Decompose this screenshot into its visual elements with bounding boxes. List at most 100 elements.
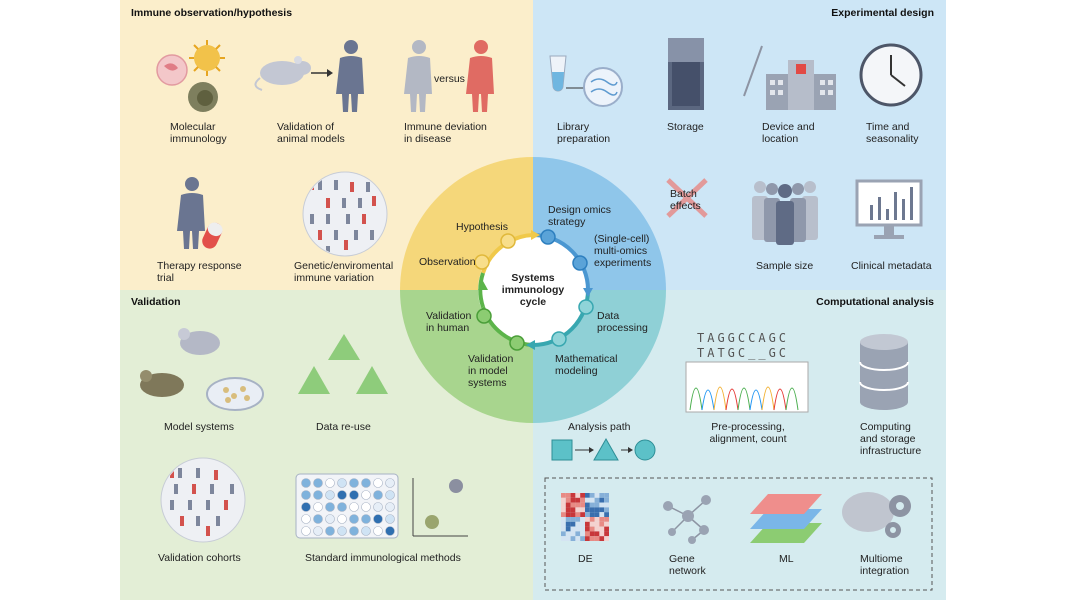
clinical-metadata-label: Clinical metadata xyxy=(851,260,932,272)
heatmap-cell xyxy=(585,507,590,513)
well xyxy=(361,502,371,512)
heatmap-cell xyxy=(599,497,605,503)
heatmap-cell xyxy=(575,497,581,503)
validation-cohort-icon xyxy=(160,457,246,543)
well xyxy=(301,502,311,512)
well xyxy=(349,490,359,500)
validation-cohorts-label: Validation cohorts xyxy=(158,552,241,564)
well xyxy=(373,526,383,536)
well xyxy=(301,478,311,488)
heatmap-cell xyxy=(585,531,590,537)
heatmap-cell xyxy=(589,521,595,527)
heatmap-cell xyxy=(570,521,576,527)
heatmap-cell xyxy=(589,493,595,498)
recycle-icon xyxy=(298,334,388,394)
cycle-center-label: Systems immunology cycle xyxy=(501,272,565,308)
freezer-icon xyxy=(668,38,704,110)
heatmap-cell xyxy=(565,502,571,508)
heatmap-cell xyxy=(585,512,590,517)
heatmap-cell xyxy=(599,526,605,532)
brain-gears-icon xyxy=(842,492,911,538)
database-icon xyxy=(859,334,909,410)
heatmap-cell xyxy=(565,521,571,527)
heatmap-cell xyxy=(561,531,566,537)
heatmap-cell xyxy=(604,502,609,508)
heatmap-cell xyxy=(565,536,571,541)
heatmap-cell xyxy=(589,517,595,522)
heatmap-cell xyxy=(599,507,605,513)
computational-quadrant-title: Computational analysis xyxy=(816,296,934,308)
well xyxy=(313,478,323,488)
heatmap-cell xyxy=(599,512,605,517)
heatmap-cell xyxy=(585,521,590,527)
cycle-multiomics-label: (Single-cell) multi-omics experiments xyxy=(594,233,652,269)
analysis-path-label: Analysis path xyxy=(568,421,631,433)
well xyxy=(325,502,335,512)
heatmap-cell xyxy=(599,502,605,508)
well xyxy=(349,502,359,512)
healthy-person-icon xyxy=(404,40,432,112)
well xyxy=(337,490,347,500)
heatmap-cell xyxy=(570,531,576,537)
heatmap-cell xyxy=(561,536,566,541)
well xyxy=(313,514,323,524)
heatmap-cell xyxy=(570,526,576,532)
heatmap-cell xyxy=(599,536,605,541)
sequence-bottom: TATGC__GC xyxy=(697,346,790,360)
batch-effects-cross-icon xyxy=(666,178,708,218)
library-prep-icon xyxy=(549,55,623,107)
heatmap-cell xyxy=(561,502,566,508)
well xyxy=(373,478,383,488)
heatmap-cell xyxy=(580,502,585,508)
cycle-arrowheads xyxy=(478,230,593,350)
heatmap-cell xyxy=(580,512,585,517)
heatmap-cell xyxy=(589,526,595,532)
heatmap-cell xyxy=(575,531,581,537)
heatmap-cell xyxy=(599,493,605,498)
heatmap-cell xyxy=(570,517,576,522)
heatmap-cell xyxy=(570,507,576,513)
heatmap-cell xyxy=(570,512,576,517)
heatmap-cell xyxy=(604,521,609,527)
heatmap-cell xyxy=(585,517,590,522)
group-people-icon xyxy=(752,181,818,245)
central-circle xyxy=(400,157,666,423)
versus-label: versus xyxy=(434,73,465,85)
heatmap-cell xyxy=(575,493,581,498)
storage-label: Storage xyxy=(667,121,704,133)
heatmap-cell xyxy=(594,512,600,517)
capsule-icon xyxy=(202,222,223,249)
molecular-immunology-label: Molecular immunology xyxy=(170,121,227,145)
therapy-person-icon xyxy=(177,177,205,249)
heatmap-cell xyxy=(594,507,600,513)
well xyxy=(385,490,395,500)
analysis-path-icon xyxy=(551,437,656,461)
gene-network-icon xyxy=(663,495,711,544)
experimental-quadrant-title: Experimental design xyxy=(831,7,934,19)
time-seasonality-label: Time and seasonality xyxy=(866,121,919,145)
heatmap-cell xyxy=(594,521,600,527)
cycle-hypothesis-label: Hypothesis xyxy=(456,221,508,233)
well xyxy=(385,478,395,488)
multiome-label: Multiome integration xyxy=(860,553,910,577)
immune-deviation-label: Immune deviation in disease xyxy=(404,121,487,145)
well xyxy=(313,526,323,536)
heatmap-cell xyxy=(580,497,585,503)
heatmap-cell xyxy=(575,512,581,517)
node-modeling xyxy=(551,331,567,347)
chromatogram-icon xyxy=(685,361,809,413)
node-multiomics xyxy=(572,255,588,271)
batch-effects-label: Batch effects xyxy=(670,188,701,212)
well xyxy=(385,502,395,512)
heatmap-cell xyxy=(599,531,605,537)
heatmap-cell xyxy=(599,517,605,522)
heatmap-cell xyxy=(585,497,590,503)
ml-layers-icon xyxy=(750,494,822,543)
diseased-person-icon xyxy=(466,40,494,112)
cycle-observation-label: Observation xyxy=(419,256,476,268)
well xyxy=(313,490,323,500)
heatmap-cell xyxy=(604,493,609,498)
well xyxy=(301,514,311,524)
heatmap-cell xyxy=(580,493,585,498)
